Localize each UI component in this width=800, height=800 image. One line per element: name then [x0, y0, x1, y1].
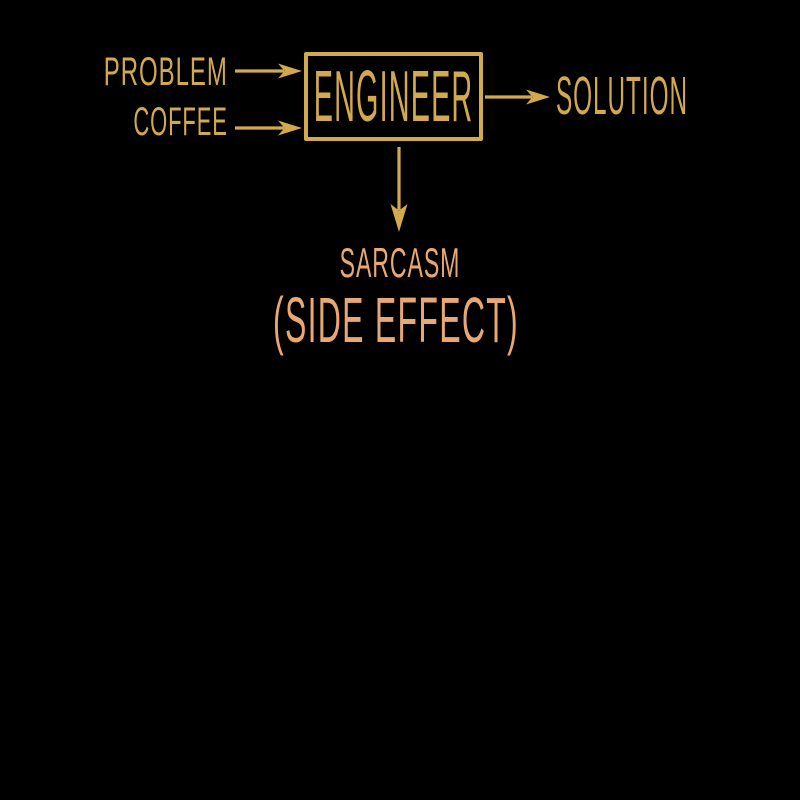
engineer-box: ENGINEER: [304, 52, 483, 141]
arrow-down-icon-engineer-to-sarcasm: [390, 147, 408, 232]
side-effect-qualifier: (SIDE EFFECT): [273, 284, 519, 356]
arrow-right-icon-engineer-to-solution: [485, 89, 550, 105]
process-label-engineer: ENGINEER: [313, 56, 474, 137]
input-label-coffee: COFFEE: [133, 100, 228, 144]
side-effect-label-sarcasm: SARCASM: [339, 239, 461, 286]
input-label-problem: PROBLEM: [103, 50, 228, 94]
output-label-solution: SOLUTION: [556, 66, 688, 126]
arrow-right-icon-coffee-to-engineer: [235, 120, 302, 136]
arrow-right-icon-problem-to-engineer: [235, 63, 302, 79]
